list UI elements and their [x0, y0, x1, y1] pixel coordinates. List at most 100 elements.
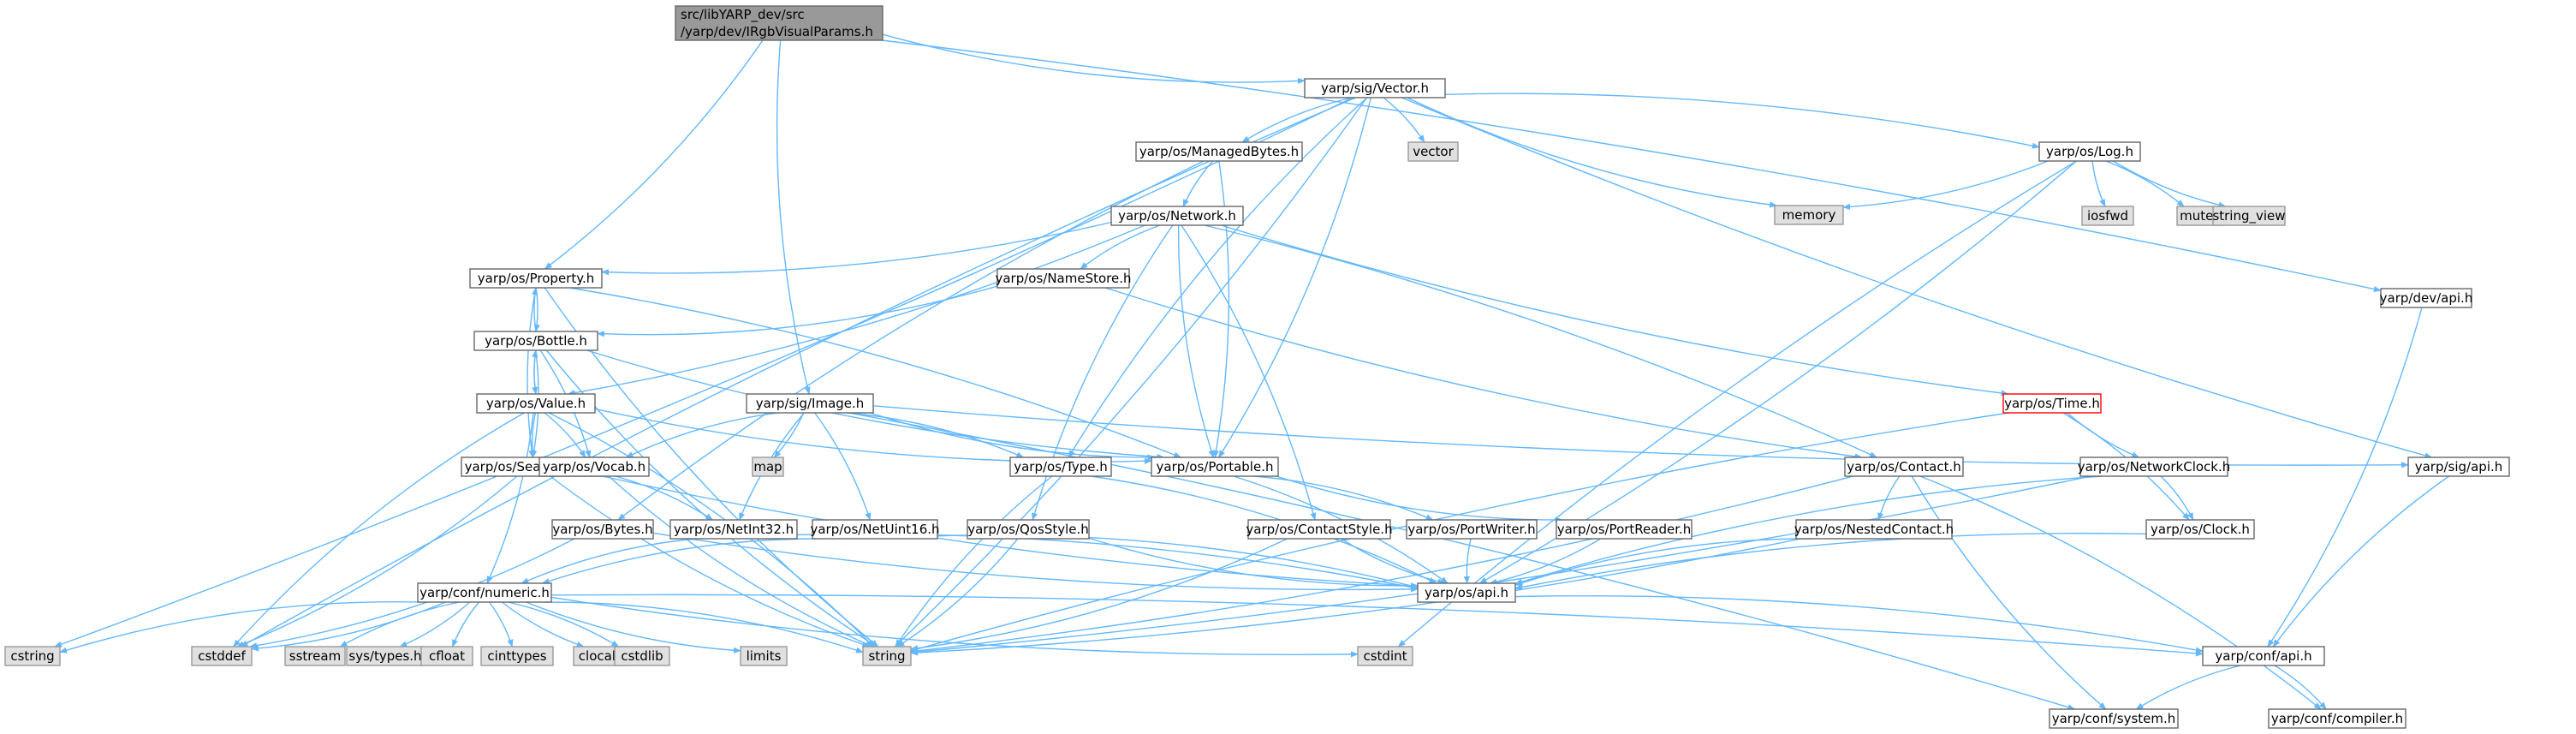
edge-portreader-to-osapi	[1489, 538, 1602, 585]
edge-line	[1212, 160, 1230, 458]
node-box	[191, 646, 253, 666]
node-label: /yarp/dev/IRgbVisualParams.h	[681, 24, 873, 39]
edge-numeric-to-clocale	[501, 601, 585, 647]
node-sigapi[interactable]: yarp/sig/api.h	[2407, 457, 2510, 477]
node-netint32[interactable]: yarp/os/NetInt32.h	[669, 519, 798, 540]
node-value[interactable]: yarp/os/Value.h	[476, 393, 596, 414]
node-type[interactable]: yarp/os/Type.h	[1009, 457, 1112, 477]
edge-property-to-bottle	[533, 287, 540, 332]
node-vector_h[interactable]: yarp/sig/Vector.h	[1304, 78, 1446, 98]
node-cstddef: cstddef	[191, 646, 253, 666]
edge-network-to-property	[601, 221, 1112, 276]
node-label: yarp/os/NetInt32.h	[674, 522, 794, 537]
edge-line	[451, 601, 479, 647]
node-portable[interactable]: yarp/os/Portable.h	[1151, 457, 1279, 477]
node-netuint16[interactable]: yarp/os/NetUint16.h	[810, 519, 940, 540]
edge-line	[532, 287, 538, 332]
node-label: yarp/os/api.h	[1425, 585, 1508, 600]
node-nestedcontact[interactable]: yarp/os/NestedContact.h	[1794, 519, 1954, 540]
edge-line	[1877, 475, 1901, 521]
node-box	[1110, 206, 1244, 226]
edge-nestedcontact-to-string	[910, 538, 1801, 656]
node-osapi[interactable]: yarp/os/api.h	[1417, 582, 1516, 603]
node-clock[interactable]: yarp/os/Clock.h	[2145, 519, 2255, 540]
edge-contactstyle-to-osapi	[1341, 538, 1446, 585]
node-compiler[interactable]: yarp/conf/compiler.h	[2268, 708, 2406, 729]
node-root[interactable]: src/libYARP_dev/src/yarp/dev/IRgbVisualP…	[675, 5, 883, 41]
edge-line	[1514, 532, 2147, 591]
edge-line	[773, 412, 805, 458]
node-label: cstring	[10, 648, 54, 664]
edge-netint32-to-numeric	[521, 538, 697, 584]
node-property[interactable]: yarp/os/Property.h	[469, 268, 603, 289]
node-label: yarp/os/NetworkClock.h	[2078, 459, 2231, 474]
edge-line	[1218, 97, 1372, 458]
node-box	[2081, 206, 2134, 226]
node-label: mutex	[2180, 208, 2221, 224]
node-bottle[interactable]: yarp/os/Bottle.h	[473, 331, 598, 351]
edge-searchable-to-osapi	[602, 475, 1419, 589]
node-numeric[interactable]: yarp/conf/numeric.h	[417, 582, 552, 603]
edge-line	[1182, 160, 1214, 207]
node-label: yarp/os/NameStore.h	[995, 271, 1131, 286]
node-time[interactable]: yarp/os/Time.h	[2002, 393, 2102, 414]
edge-line	[894, 97, 1368, 647]
edge-image-to-vocab	[625, 412, 778, 458]
node-contactstyle[interactable]: yarp/os/ContactStyle.h	[1246, 519, 1393, 540]
node-cfloat: cfloat	[420, 646, 473, 666]
edge-line	[1276, 475, 1563, 523]
node-network[interactable]: yarp/os/Network.h	[1110, 206, 1244, 226]
node-box	[2380, 288, 2472, 308]
node-memory: memory	[1774, 205, 1844, 225]
edge-value-to-numeric	[486, 412, 534, 584]
edge-line	[567, 224, 1145, 397]
edge-line	[895, 475, 1053, 647]
edge-line	[501, 601, 585, 647]
edge-line	[1341, 538, 1446, 585]
node-log[interactable]: yarp/os/Log.h	[2038, 141, 2141, 162]
edge-line	[1463, 538, 1472, 584]
node-portreader[interactable]: yarp/os/PortReader.h	[1556, 519, 1693, 540]
node-label: yarp/os/PortReader.h	[1557, 522, 1692, 537]
node-qosstyle[interactable]: yarp/os/QosStyle.h	[967, 519, 1090, 540]
edge-numeric-to-cstdint	[550, 596, 1359, 658]
node-box	[2212, 206, 2286, 226]
edge-contact-to-string	[910, 475, 1854, 654]
node-label: yarp/os/PortWriter.h	[1407, 522, 1535, 537]
edge-vector_h-to-portable	[1218, 97, 1372, 458]
node-networkclock[interactable]: yarp/os/NetworkClock.h	[2078, 457, 2231, 477]
node-label: yarp/conf/compiler.h	[2271, 711, 2403, 726]
node-box	[2202, 646, 2325, 666]
node-box	[1407, 141, 1459, 162]
node-box	[4, 646, 61, 666]
edge-line	[2160, 475, 2194, 521]
node-mutex: mutex	[2176, 206, 2224, 226]
node-contact[interactable]: yarp/os/Contact.h	[1844, 457, 1964, 477]
node-box	[1417, 582, 1516, 603]
edge-property-to-portable	[569, 287, 1182, 458]
node-system[interactable]: yarp/conf/system.h	[2049, 708, 2179, 729]
edge-line	[2267, 307, 2423, 647]
node-box	[551, 519, 654, 540]
node-confapi[interactable]: yarp/conf/api.h	[2202, 646, 2325, 666]
edge-line	[59, 600, 419, 653]
edge-line	[54, 97, 1353, 647]
node-bytes[interactable]: yarp/os/Bytes.h	[551, 519, 654, 540]
node-label: yarp/sig/Vector.h	[1321, 81, 1429, 96]
node-managedbytes[interactable]: yarp/os/ManagedBytes.h	[1135, 141, 1303, 162]
node-box	[746, 393, 874, 414]
node-vocab[interactable]: yarp/os/Vocab.h	[538, 457, 650, 477]
edge-line	[896, 538, 1019, 647]
edge-network-to-contactstyle	[1181, 224, 1317, 521]
node-devapi[interactable]: yarp/dev/api.h	[2380, 288, 2473, 308]
node-image[interactable]: yarp/sig/Image.h	[746, 393, 874, 414]
edge-line	[569, 287, 1182, 458]
node-portwriter[interactable]: yarp/os/PortWriter.h	[1406, 519, 1538, 540]
node-namestore[interactable]: yarp/os/NameStore.h	[995, 268, 1132, 289]
edge-line	[548, 412, 875, 647]
edge-vocab-to-netint32	[615, 475, 714, 521]
edge-contact-to-nestedcontact	[1877, 475, 1901, 521]
edge-value-to-cstddef	[233, 412, 525, 647]
node-box	[1406, 519, 1538, 540]
edge-numeric-to-limits	[526, 601, 741, 653]
